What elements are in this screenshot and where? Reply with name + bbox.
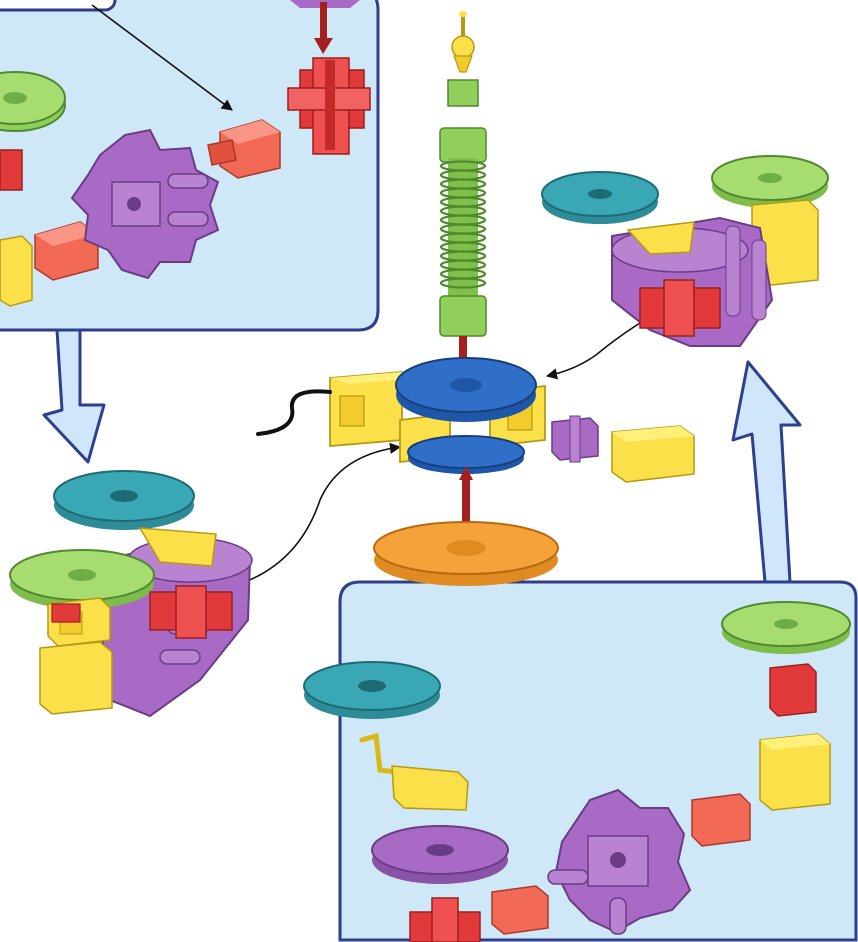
coral-cube: [691, 793, 751, 847]
red-cross-connector: [287, 57, 371, 155]
red-axle-arrow-top: [459, 336, 467, 366]
top-right-assembly: [541, 155, 829, 347]
arrow-to-top-right-assembly: [545, 317, 649, 380]
arrow-to-coral-cube: [91, 4, 233, 111]
red-cross-connector: [409, 897, 481, 942]
teal-gear: [303, 661, 441, 719]
purple-gear: [371, 825, 509, 884]
green-spring-axle: [439, 79, 487, 337]
green-gear: [721, 601, 851, 654]
coral-cube: [34, 221, 99, 281]
blue-gear: [395, 357, 537, 474]
yellow-crank-handle: [138, 527, 217, 567]
purple-small-connector: [551, 415, 599, 463]
big-arrow-down-left: [42, 328, 106, 464]
thin-arrows: [91, 4, 649, 583]
yellow-cube: [0, 235, 33, 307]
red-cross-connector: [149, 585, 233, 639]
spring-coil: [439, 277, 487, 289]
yellow-crank-handle: [626, 221, 695, 255]
black-cord: [256, 389, 332, 436]
red-cube: [769, 663, 817, 717]
arrow-to-block-frame: [244, 442, 402, 583]
yellow-crank-handle: [359, 732, 469, 811]
green-gear: [0, 71, 66, 132]
green-gear: [9, 549, 155, 609]
teal-gear: [541, 171, 659, 224]
top-left-parts: [0, 0, 371, 307]
yellow-pin: [451, 11, 475, 73]
bottom-right-parts: [303, 601, 851, 942]
purple-hub-gear: [70, 128, 220, 280]
yellow-cube: [611, 425, 695, 483]
red-cube: [51, 603, 81, 623]
purple-hub-gear: [547, 788, 692, 935]
orange-gear: [373, 521, 559, 586]
left-middle-assembly: [9, 470, 253, 718]
coral-cube: [207, 119, 281, 179]
green-gear: [711, 155, 829, 208]
big-arrow-up-right: [731, 360, 802, 584]
teal-gear: [53, 470, 195, 530]
red-cube: [0, 149, 23, 191]
red-axle-arrow-bottom: [459, 466, 473, 534]
yellow-cube: [759, 733, 831, 811]
coral-cube: [491, 885, 549, 935]
red-cross-connector: [639, 279, 721, 337]
red-down-arrow: [314, 2, 333, 54]
